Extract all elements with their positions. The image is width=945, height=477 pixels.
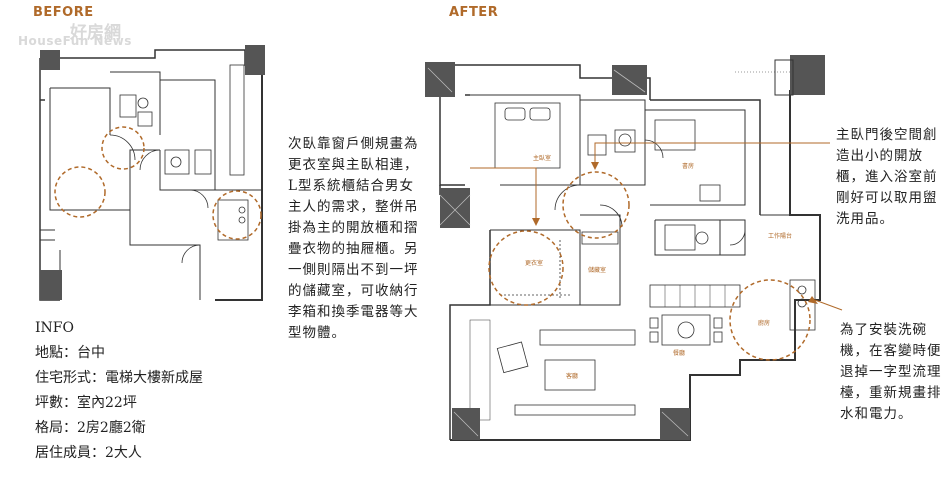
room-label-living: 客廳 xyxy=(566,372,578,380)
note-line: 機，在客變時便 xyxy=(840,343,942,359)
info-area: 坪數：室內22坪 xyxy=(35,395,137,411)
note-line: L型系統櫃結合男女 xyxy=(288,178,414,194)
note-line: 次臥靠窗戶側規畫為 xyxy=(288,136,419,152)
note-line: 為了安裝洗碗 xyxy=(840,322,927,338)
note-line: 退掉一字型流理 xyxy=(840,364,942,380)
note-kitchen: 為了安裝洗碗 機，在客變時便 退掉一字型流理 檯，重新規畫排 水和電力。 xyxy=(840,320,942,425)
note-line: 水和電力。 xyxy=(840,406,913,422)
info-type: 住宅形式：電梯大樓新成屋 xyxy=(35,370,203,386)
watermark-subtitle: HouseFun News xyxy=(18,34,132,48)
info-title: INFO xyxy=(35,320,74,336)
before-floor-plan xyxy=(39,49,263,301)
room-label-master: 主臥室 xyxy=(533,154,551,162)
after-heading: AFTER xyxy=(449,5,499,20)
after-highlight-circle xyxy=(729,279,811,361)
before-highlight-circle xyxy=(101,126,145,170)
room-label-work-balcony: 工作陽台 xyxy=(768,232,792,240)
note-line: 洗用品。 xyxy=(836,211,894,227)
after-floor-plan xyxy=(439,64,821,441)
note-line: 造出小的開放 xyxy=(836,148,923,164)
info-block: INFO 地點：台中 住宅形式：電梯大樓新成屋 坪數：室內22坪 格局：2房2廳… xyxy=(35,316,203,466)
room-label-storage: 儲藏室 xyxy=(588,266,606,274)
callout-line-left xyxy=(470,167,537,222)
note-line: 掛為主的開放櫃和摺 xyxy=(288,220,419,236)
note-line: 主人的需求，整併吊 xyxy=(288,199,419,215)
before-highlight-circle xyxy=(212,190,262,240)
room-label-kitchen: 廚房 xyxy=(758,319,770,327)
before-heading: BEFORE xyxy=(33,5,94,20)
note-line: 主臥門後空間創 xyxy=(836,127,938,143)
note-line: 疊衣物的抽屜櫃。另 xyxy=(288,241,419,257)
before-column xyxy=(40,270,62,300)
note-closet: 次臥靠窗戶側規畫為 更衣室與主臥相連， L型系統櫃結合男女 主人的需求，整併吊 … xyxy=(288,134,419,344)
note-line: 櫃，進入浴室前 xyxy=(836,169,938,185)
watermark-title: 好房網 xyxy=(70,23,121,43)
after-columns xyxy=(425,55,825,440)
note-line: 剛好可以取用盥 xyxy=(836,190,938,206)
before-highlight-circle xyxy=(54,166,106,218)
info-location: 地點：台中 xyxy=(35,345,105,361)
before-column xyxy=(40,50,60,70)
note-line: 型物體。 xyxy=(288,325,346,341)
note-open-cabinet: 主臥門後空間創 造出小的開放 櫃，進入浴室前 剛好可以取用盥 洗用品。 xyxy=(836,125,938,230)
note-line: 李箱和換季電器等大 xyxy=(288,304,419,320)
after-highlight-circle xyxy=(488,230,564,306)
callout-line-right-top xyxy=(594,142,830,165)
before-column xyxy=(245,45,265,75)
note-line: 檯，重新規畫排 xyxy=(840,385,942,401)
info-layout: 格局：2房2廳2衛 xyxy=(35,420,146,436)
room-label-study: 書房 xyxy=(682,162,694,170)
room-label-dining: 餐廳 xyxy=(673,349,685,357)
callout-line-right-bottom xyxy=(814,299,843,311)
after-highlight-circle xyxy=(562,171,630,239)
room-label-closet: 更衣室 xyxy=(525,259,543,267)
note-line: 的儲藏室，可收納行 xyxy=(288,283,419,299)
note-line: 一側則隔出不到一坪 xyxy=(288,262,419,278)
note-line: 更衣室與主臥相連， xyxy=(288,157,419,173)
info-occupants: 居住成員：2大人 xyxy=(35,445,142,461)
